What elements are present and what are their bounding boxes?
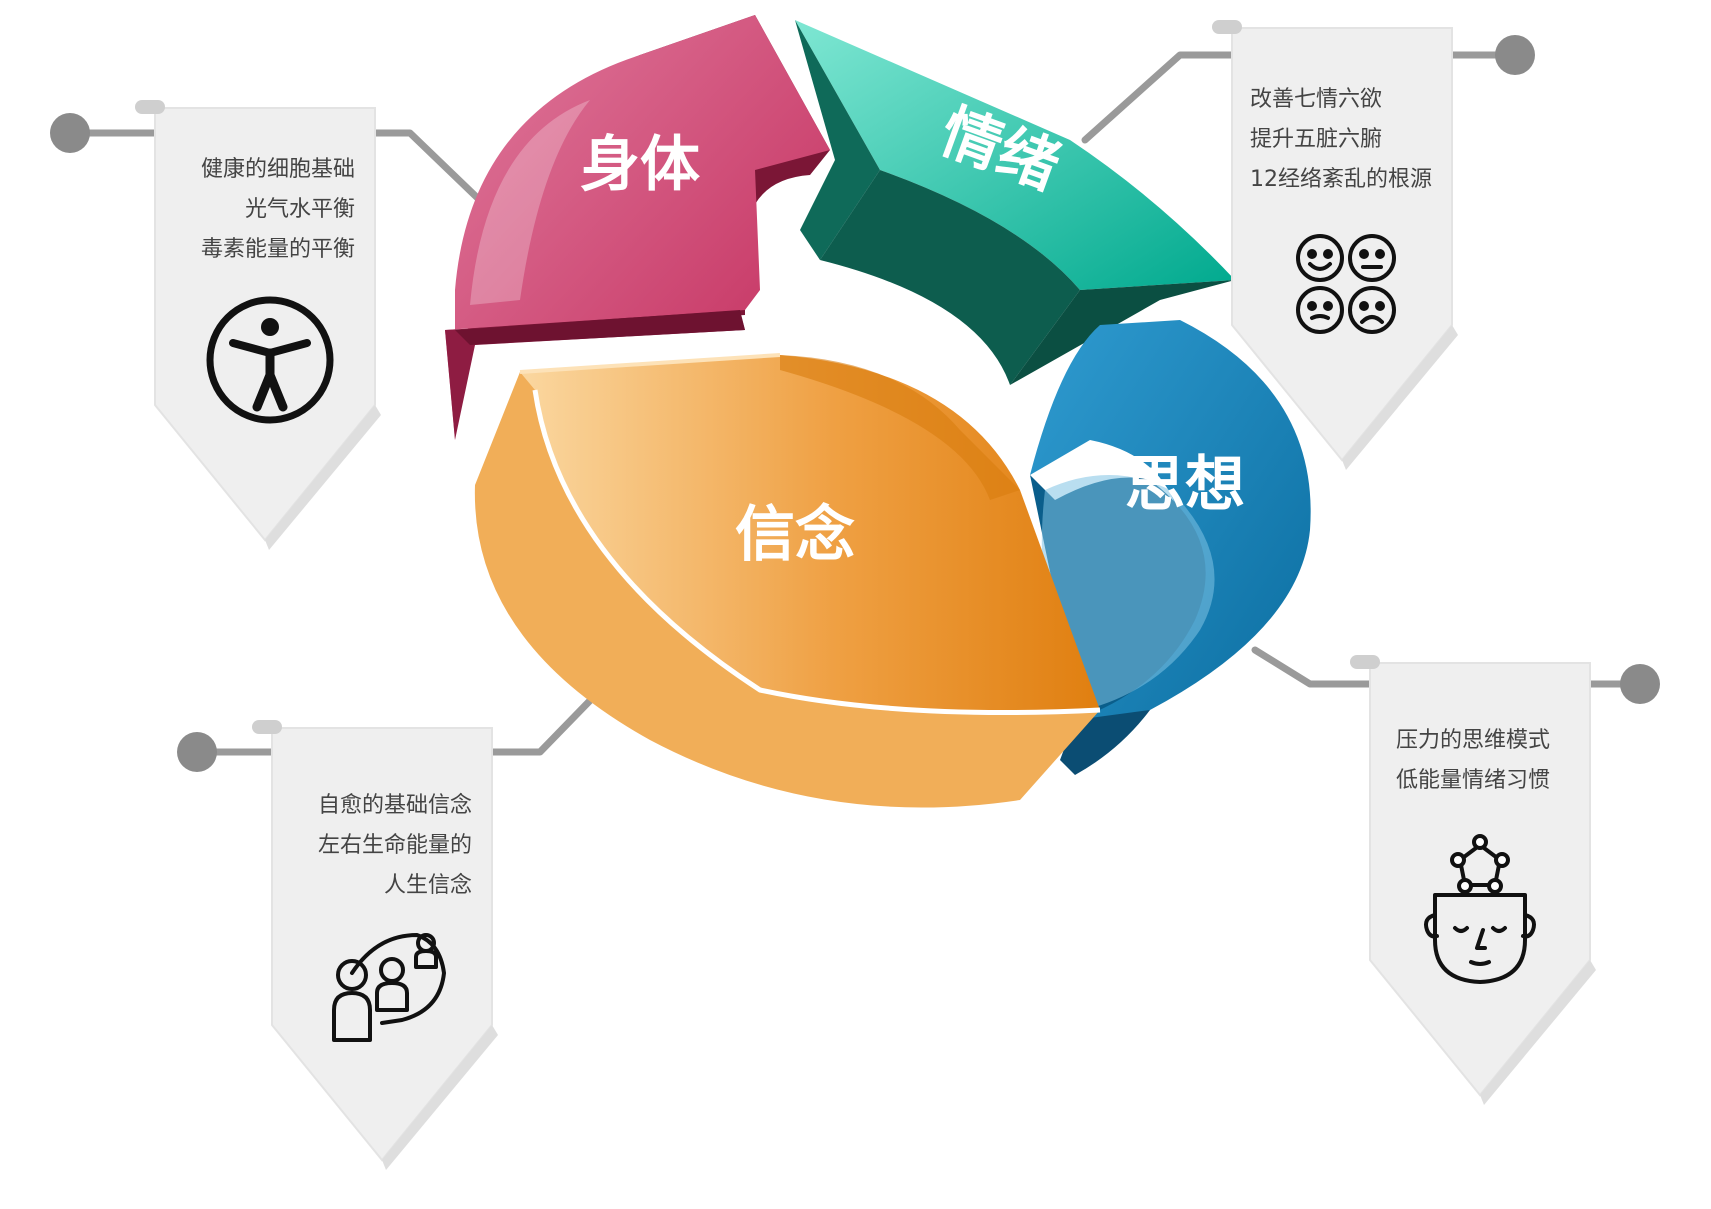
accessibility-person-icon [206, 296, 334, 424]
banner-emotion-line-2: 提升五脏六腑 [1250, 127, 1383, 152]
people-group-icon [332, 933, 446, 1042]
banner-thought: 压力的思维模式 低能量情绪习惯 [1350, 655, 1600, 1105]
banner-thought-text: 压力的思维模式 低能量情绪习惯 [1396, 721, 1550, 801]
segment-body-label: 身体 [580, 130, 700, 200]
segment-belief: 信念 [474, 353, 1101, 808]
banner-thought-shape [1350, 655, 1596, 1105]
banner-belief-line-1: 自愈的基础信念 [317, 793, 472, 818]
banner-belief-line-2: 左右生命能量的 [317, 833, 472, 858]
banner-emotion-text: 改善七情六欲 提升五脏六腑 12经络紊乱的根源 [1250, 80, 1432, 200]
left-top-knob [50, 113, 90, 153]
banner-thought-line-1: 压力的思维模式 [1396, 728, 1551, 753]
banner-emotion-line-3: 12经络紊乱的根源 [1250, 167, 1432, 192]
banner-belief-text: 自愈的基础信念 左右生命能量的 人生信念 [318, 786, 472, 906]
segment-body: 身体 [445, 15, 830, 440]
segment-belief-label: 信念 [735, 500, 855, 570]
banner-emotion-line-1: 改善七情六欲 [1250, 87, 1383, 112]
banner-body-text: 健康的细胞基础 光气水平衡 毒素能量的平衡 [201, 150, 355, 270]
emotion-faces-icon [1296, 234, 1396, 334]
banner-emotion: 改善七情六欲 提升五脏六腑 12经络紊乱的根源 [1212, 20, 1462, 470]
right-bottom-knob [1620, 664, 1660, 704]
banner-body-line-3: 毒素能量的平衡 [200, 237, 355, 262]
banner-body: 健康的细胞基础 光气水平衡 毒素能量的平衡 [135, 100, 385, 550]
segment-thought-label: 思想 [1125, 450, 1245, 520]
banner-belief: 自愈的基础信念 左右生命能量的 人生信念 [252, 720, 502, 1170]
banner-body-line-1: 健康的细胞基础 [200, 157, 355, 182]
banner-thought-line-2: 低能量情绪习惯 [1396, 768, 1551, 793]
banner-belief-line-3: 人生信念 [383, 873, 472, 898]
banner-emotion-shape [1212, 20, 1458, 470]
mind-head-icon [1424, 834, 1536, 984]
banner-body-line-2: 光气水平衡 [244, 197, 355, 222]
left-bottom-knob [177, 732, 217, 772]
right-top-knob [1495, 35, 1535, 75]
